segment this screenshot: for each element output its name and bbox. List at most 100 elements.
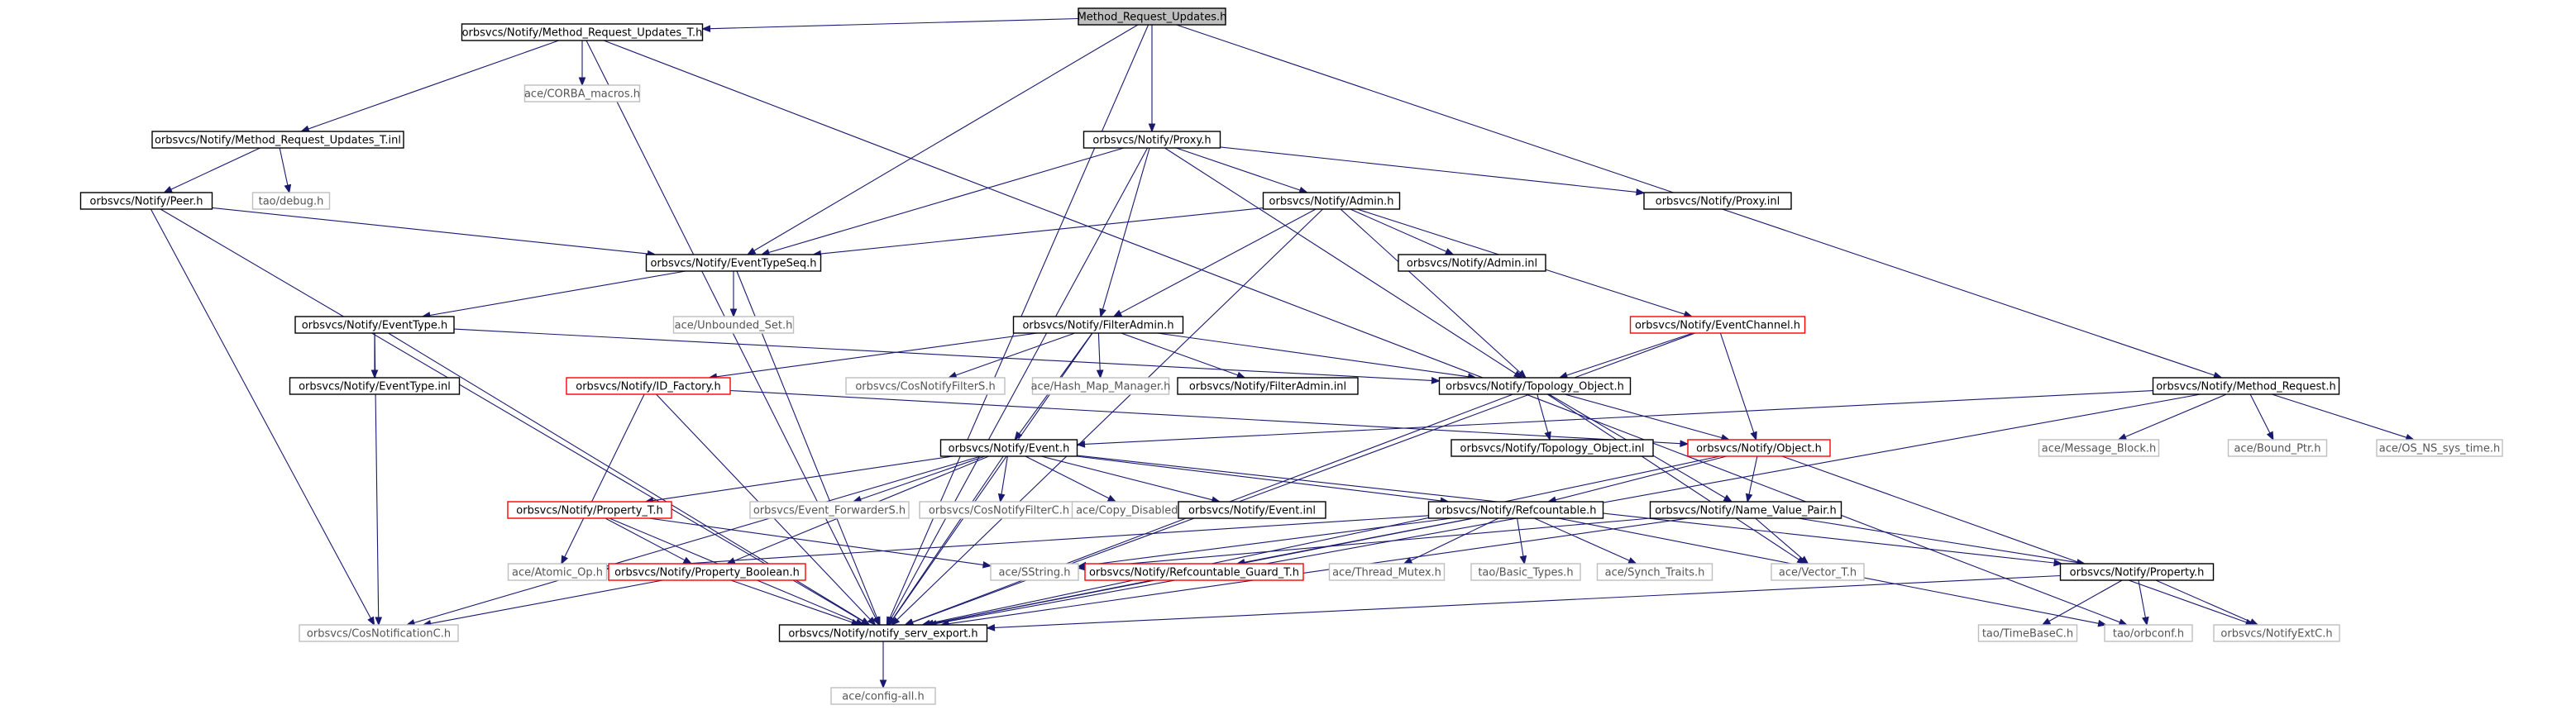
edge-line bbox=[1076, 455, 1441, 502]
edge-arrowhead bbox=[879, 679, 887, 689]
edge-nvp-to-prop bbox=[1798, 517, 2086, 566]
node-box bbox=[939, 439, 1078, 457]
node-fadmin[interactable]: orbsvcs/Notify/FilterAdmin.h bbox=[1012, 316, 1184, 334]
node-vect: ace/Vector_T.h bbox=[1771, 563, 1865, 581]
edge-arrowhead bbox=[986, 624, 996, 631]
node-prop[interactable]: orbsvcs/Notify/Property.h bbox=[2059, 563, 2215, 581]
node-mrut_inl[interactable]: orbsvcs/Notify/Method_Request_Updates_T.… bbox=[151, 131, 404, 149]
node-box bbox=[1178, 501, 1326, 519]
node-export[interactable]: orbsvcs/Notify/notify_serv_export.h bbox=[778, 624, 988, 642]
node-event_inl[interactable]: orbsvcs/Notify/Event.inl bbox=[1178, 501, 1326, 519]
node-etype_inl[interactable]: orbsvcs/Notify/EventType.inl bbox=[289, 377, 461, 395]
node-box bbox=[299, 624, 459, 642]
node-label: tao/TimeBaseC.h bbox=[1982, 628, 2073, 641]
edge-event-to-copy bbox=[1025, 455, 1117, 503]
node-box bbox=[2213, 624, 2340, 642]
edge-line bbox=[1534, 517, 1630, 561]
node-proxy[interactable]: orbsvcs/Notify/Proxy.h bbox=[1082, 131, 1221, 149]
edge-line bbox=[170, 147, 260, 190]
edge-line bbox=[1781, 455, 2247, 623]
edge-arrowhead bbox=[2118, 618, 2129, 626]
node-box bbox=[1398, 254, 1546, 272]
edge-root-to-ets bbox=[746, 24, 1139, 255]
node-box bbox=[1596, 563, 1713, 581]
node-mreq[interactable]: orbsvcs/Notify/Method_Request.h bbox=[2152, 377, 2340, 395]
edge-line bbox=[768, 147, 1125, 254]
node-box bbox=[1328, 563, 1446, 581]
edge-line bbox=[374, 332, 380, 618]
node-rgt[interactable]: orbsvcs/Notify/Refcountable_Guard_T.h bbox=[1084, 563, 1304, 581]
node-box bbox=[507, 501, 672, 519]
edge-line bbox=[652, 455, 953, 502]
node-mrut_h[interactable]: orbsvcs/Notify/Method_Request_Updates_T.… bbox=[461, 23, 704, 41]
node-box bbox=[523, 84, 641, 102]
edge-arrowhead bbox=[701, 25, 711, 33]
node-box bbox=[1649, 501, 1842, 519]
node-box bbox=[1771, 563, 1865, 581]
node-box bbox=[2059, 563, 2215, 581]
edge-arrowhead bbox=[861, 617, 871, 626]
node-pbool[interactable]: orbsvcs/Notify/Property_Boolean.h bbox=[608, 563, 806, 581]
node-hmm: ace/Hash_Map_Manager.h bbox=[1031, 377, 1170, 395]
edge-idf-to-object bbox=[729, 389, 1689, 448]
node-topo_inl[interactable]: orbsvcs/Notify/Topology_Object.inl bbox=[1450, 439, 1654, 457]
node-label: orbsvcs/Notify/Event.h bbox=[949, 443, 1070, 455]
node-copy: ace/Copy_Disabled.h bbox=[1071, 501, 1193, 519]
edge-arrowhead bbox=[163, 186, 173, 193]
node-tbase: tao/TimeBaseC.h bbox=[1977, 624, 2078, 642]
node-box bbox=[1177, 377, 1359, 395]
node-label: orbsvcs/CosNotifyFilterS.h bbox=[855, 381, 995, 393]
node-box bbox=[251, 192, 331, 210]
edge-proxy-to-fadmin bbox=[1099, 147, 1150, 318]
node-echan[interactable]: orbsvcs/Notify/EventChannel.h bbox=[1629, 316, 1806, 334]
node-event[interactable]: orbsvcs/Notify/Event.h bbox=[939, 439, 1078, 457]
node-ets[interactable]: orbsvcs/Notify/EventTypeSeq.h bbox=[645, 254, 822, 272]
edge-echan-to-export bbox=[904, 332, 1696, 626]
node-proxy_inl[interactable]: orbsvcs/Notify/Proxy.inl bbox=[1643, 192, 1792, 210]
node-root[interactable]: Method_Request_Updates.h bbox=[1078, 7, 1227, 26]
edge-line bbox=[994, 574, 2061, 628]
node-box bbox=[645, 254, 822, 272]
node-label: ace/Message_Block.h bbox=[2042, 443, 2157, 455]
edge-arrowhead bbox=[1014, 431, 1023, 441]
node-idf[interactable]: orbsvcs/Notify/ID_Factory.h bbox=[566, 377, 731, 395]
node-topo[interactable]: orbsvcs/Notify/Topology_Object.h bbox=[1438, 377, 1632, 395]
node-box bbox=[1977, 624, 2078, 642]
edge-topo-to-vect bbox=[1546, 393, 1806, 565]
edge-etype-to-cnc bbox=[374, 332, 383, 627]
node-label: orbsvcs/Notify/Object.h bbox=[1696, 443, 1822, 455]
node-cnc: orbsvcs/CosNotificationC.h bbox=[299, 624, 459, 642]
node-box bbox=[2376, 439, 2503, 457]
edge-line bbox=[1566, 332, 1694, 376]
node-label: tao/orbconf.h bbox=[2113, 628, 2184, 641]
node-object[interactable]: orbsvcs/Notify/Object.h bbox=[1687, 439, 1831, 457]
edge-mrut_inl-to-peer bbox=[163, 147, 260, 193]
node-etype[interactable]: orbsvcs/Notify/EventType.h bbox=[294, 316, 455, 334]
edge-arrowhead bbox=[1106, 494, 1117, 503]
node-btypes: tao/Basic_Types.h bbox=[1470, 563, 1581, 581]
node-debug: tao/debug.h bbox=[251, 192, 331, 210]
edge-mrut_h-to-orbconf bbox=[603, 40, 2129, 626]
edge-line bbox=[730, 579, 853, 623]
edge-echan-to-topo bbox=[1558, 332, 1694, 379]
edge-line bbox=[929, 455, 1720, 624]
node-box bbox=[608, 563, 806, 581]
edge-line bbox=[1755, 517, 1803, 560]
node-box bbox=[294, 316, 455, 334]
node-nvp[interactable]: orbsvcs/Notify/Name_Value_Pair.h bbox=[1649, 501, 1842, 519]
edge-fadmin-to-fadmin_inl bbox=[1121, 332, 1246, 379]
node-admin[interactable]: orbsvcs/Notify/Admin.h bbox=[1262, 192, 1401, 210]
node-synch: ace/Synch_Traits.h bbox=[1596, 563, 1713, 581]
edge-fadmin-to-cnfs bbox=[947, 332, 1075, 379]
node-propt[interactable]: orbsvcs/Notify/Property_T.h bbox=[507, 501, 672, 519]
node-refc[interactable]: orbsvcs/Notify/Refcountable.h bbox=[1427, 501, 1604, 519]
node-box bbox=[1031, 377, 1170, 395]
edge-prop-to-export bbox=[986, 574, 2061, 631]
edge-line bbox=[429, 270, 686, 317]
node-peer[interactable]: orbsvcs/Notify/Peer.h bbox=[79, 192, 213, 210]
node-label: orbsvcs/Notify/Proxy.h bbox=[1092, 135, 1211, 147]
node-fadmin_inl[interactable]: orbsvcs/Notify/FilterAdmin.inl bbox=[1177, 377, 1359, 395]
node-admin_inl[interactable]: orbsvcs/Notify/Admin.inl bbox=[1398, 254, 1546, 272]
edge-root-to-mrut_h bbox=[701, 17, 1079, 33]
node-osns: ace/OS_NS_sys_time.h bbox=[2376, 439, 2503, 457]
